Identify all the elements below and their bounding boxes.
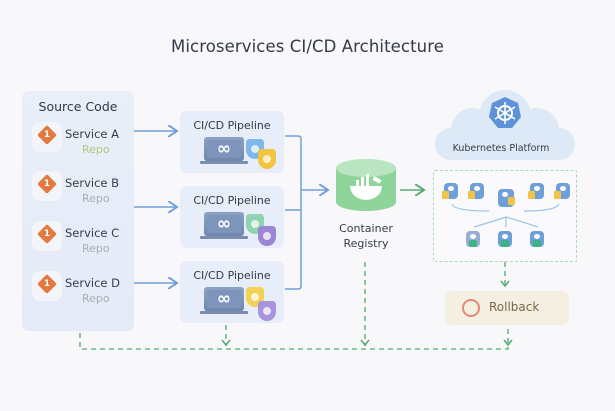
pod-icon [466,231,480,247]
git-icon: 1 [37,274,57,294]
security-shield-icon [258,226,276,246]
pod-icon [554,183,570,199]
pod-icon [530,231,544,247]
source-code-title: Source Code [38,99,118,114]
database-cylinder-icon [336,159,396,211]
container-registry[interactable] [334,158,398,212]
pod-icon [498,189,515,207]
security-shield-icon [258,149,276,169]
pod-icon [528,183,544,199]
pipeline-merge-bracket [285,135,302,290]
k8s-cluster-box [433,170,577,262]
rollback-label: Rollback [489,300,540,314]
service-name: Service A [65,127,120,141]
laptop-infinity-icon: ∞ [204,287,244,311]
service-name: Service D [65,276,121,290]
service-b-repo[interactable]: 1 Service B Repo [28,171,132,217]
rollback-icon [462,299,480,317]
security-shield-icon [258,301,276,321]
pipeline-label: CI/CD Pipeline [193,269,271,282]
cicd-pipeline-1[interactable]: CI/CD Pipeline ∞ [180,111,284,173]
cicd-pipeline-2[interactable]: CI/CD Pipeline ∞ [180,186,284,248]
laptop-infinity-icon: ∞ [204,212,244,236]
registry-label: Container Registry [339,222,393,250]
service-d-repo[interactable]: 1 Service D Repo [28,271,132,317]
cicd-pipeline-3[interactable]: CI/CD Pipeline ∞ [180,261,284,323]
service-sub: Repo [82,242,110,255]
pod-icon [498,231,512,247]
service-sub: Repo [82,192,110,205]
diagram-title: Microservices CI/CD Architecture [171,37,444,56]
service-a-repo[interactable]: 1 Service A Repo [28,122,132,168]
dashed-feedback-line [79,326,509,350]
service-name: Service C [65,226,120,240]
service-sub: Repo [82,292,110,305]
kubernetes-platform-label: Kubernetes Platform [452,143,550,154]
pipeline-label: CI/CD Pipeline [193,119,271,132]
pod-arrows [451,203,560,228]
kubernetes-helm-icon [489,97,521,128]
source-code-panel: Source Code 1 Service A Repo 1 Service B… [22,91,134,331]
service-c-repo[interactable]: 1 Service C Repo [28,221,132,267]
laptop-infinity-icon: ∞ [204,137,244,161]
kubernetes-cloud [435,90,575,160]
service-sub: Repo [82,143,110,156]
git-icon: 1 [37,224,57,244]
git-icon: 1 [37,125,57,145]
rollback-button[interactable]: Rollback [445,291,569,325]
service-name: Service B [65,176,120,190]
pod-icon [442,183,458,199]
pod-icon [468,183,484,199]
pipeline-label: CI/CD Pipeline [193,194,271,207]
git-icon: 1 [37,174,57,194]
